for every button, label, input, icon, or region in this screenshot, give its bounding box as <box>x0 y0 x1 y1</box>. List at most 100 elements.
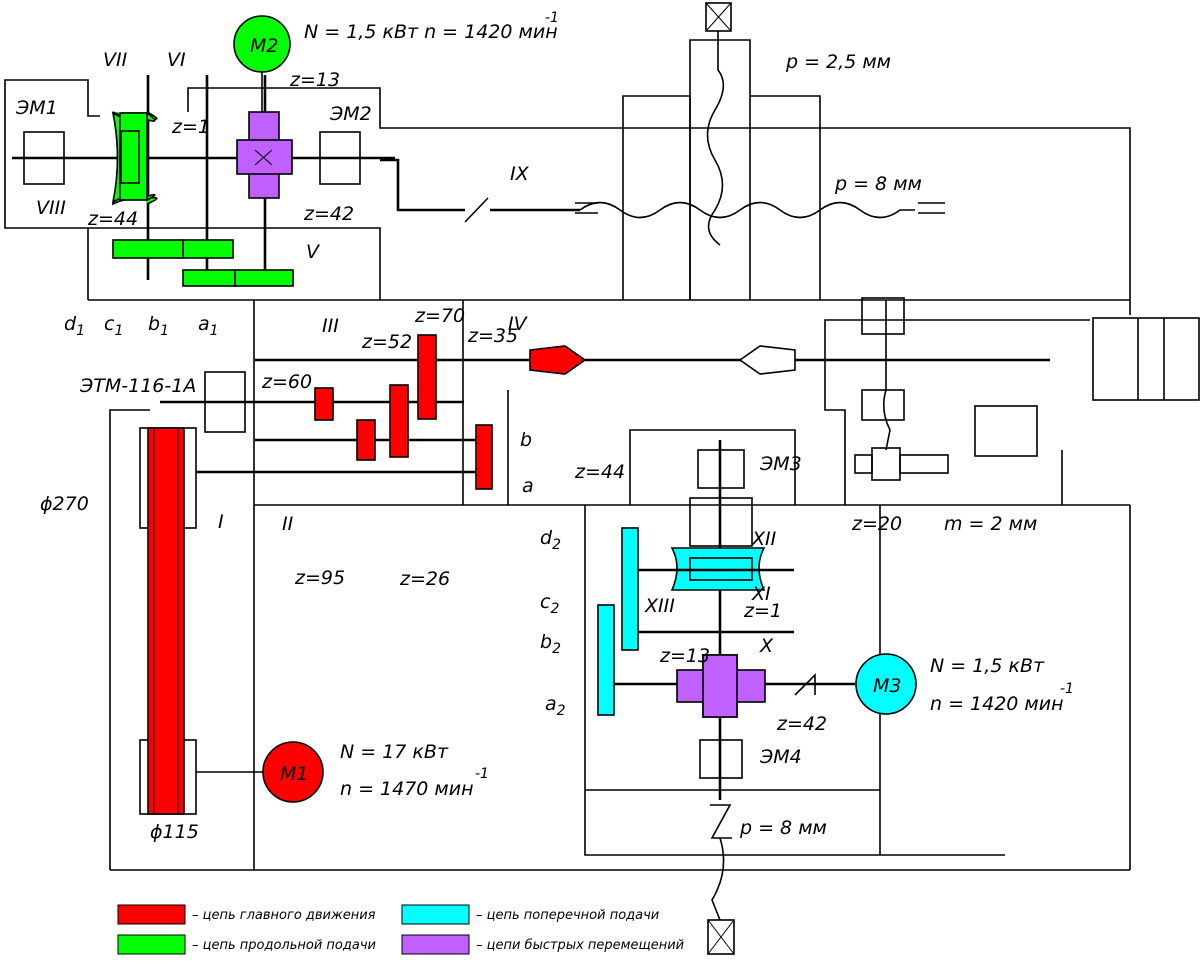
z42-top-label: z=42 <box>303 203 354 225</box>
a2-label: a2 <box>545 693 566 719</box>
cross-slide <box>854 297 1200 481</box>
z13-top-label: z=13 <box>289 69 340 91</box>
p8-bot-label: p = 8 мм <box>739 817 827 839</box>
pinion-z20 <box>871 447 901 481</box>
shaft-ix-label: IX <box>510 163 530 185</box>
rack-m2 <box>899 454 949 474</box>
shaft-xi-label: XI <box>751 583 771 605</box>
apron <box>597 440 917 955</box>
z95-label: z=95 <box>294 567 345 589</box>
c2-label: c2 <box>540 591 559 617</box>
etm-label: ЭТМ-116-1А <box>79 375 196 397</box>
a1-label: a1 <box>198 313 219 339</box>
gear-ab <box>475 424 493 490</box>
gear-z52-z26 <box>389 384 409 458</box>
shaft-xii-label: XII <box>751 528 777 550</box>
live-center <box>529 345 587 375</box>
shaft-v-label: V <box>306 241 321 263</box>
em1-label: ЭМ1 <box>15 97 58 119</box>
legend-label-rapid: – цепи быстрых перемещений <box>476 938 684 953</box>
nut-lower <box>861 389 905 421</box>
m1-power: N = 17 кВт <box>340 741 449 763</box>
em3-label: ЭМ3 <box>759 453 802 475</box>
pulley-270-label: ϕ270 <box>40 493 89 515</box>
p8-top-label: p = 8 мм <box>834 173 922 195</box>
gear-b-label: b <box>520 429 532 451</box>
gear-a1 <box>234 269 294 287</box>
m3-speed-exp: -1 <box>1060 681 1074 697</box>
m1-speed-exp: -1 <box>475 766 489 782</box>
d1-label: d1 <box>64 313 85 339</box>
m2mm-label: m = 2 мм <box>944 513 1037 535</box>
shaft-iii-label: III <box>322 315 339 337</box>
cross-screw <box>882 300 891 451</box>
shaft-viii-label: VIII <box>36 197 66 219</box>
z35-label: z=35 <box>467 325 518 347</box>
bot-z1-label: z=1 <box>743 600 782 622</box>
top-gearbox <box>12 2 945 287</box>
gear-d1 <box>112 239 184 259</box>
clutch-em3 <box>697 449 745 489</box>
em3-housing <box>689 497 753 547</box>
gear-b2-a2 <box>597 604 615 716</box>
b2-label: b2 <box>540 631 561 657</box>
shaft-x-label: X <box>759 635 774 657</box>
gear-z95 <box>356 419 376 461</box>
main-drive <box>139 334 1050 815</box>
gear-b1 <box>182 269 236 287</box>
em4-label: ЭМ4 <box>759 746 802 768</box>
legend-label-longitudinal: – цепь продольной подачи <box>192 938 376 953</box>
m2-label: M2 <box>250 35 278 57</box>
tailstock-quill <box>1092 317 1200 401</box>
top-labels: M2 N = 1,5 кВт n = 1420 мин -1 ЭМ1 ЭМ2 V… <box>15 10 922 339</box>
z52-label: z=52 <box>361 331 412 353</box>
clutch-etm <box>204 371 246 433</box>
m2-spec-exp: -1 <box>545 10 559 26</box>
tailstock-center <box>738 345 796 375</box>
m3-label: M3 <box>873 675 901 697</box>
right-labels: z=20 m = 2 мм <box>851 513 1037 535</box>
legend-label-cross: – цепь поперечной подачи <box>476 908 659 923</box>
gear-d2-c2 <box>621 527 639 651</box>
cylinder <box>974 405 1038 457</box>
z20-label: z=20 <box>851 513 902 535</box>
motor-m1 <box>262 741 324 803</box>
em2-label: ЭМ2 <box>329 103 372 125</box>
motor-m3 <box>855 653 917 715</box>
legend-swatch-main <box>117 904 186 925</box>
m3-power: N = 1,5 кВт <box>930 655 1045 677</box>
z60-label: z=60 <box>261 371 312 393</box>
bot-z44-label: z=44 <box>574 461 625 483</box>
legend-swatch-rapid <box>401 934 470 955</box>
d2-label: d2 <box>540 527 561 553</box>
m1-speed: n = 1470 мин <box>340 778 474 800</box>
legend-swatch-cross <box>401 904 470 925</box>
pulley-115-label: ϕ115 <box>150 821 199 843</box>
gear-z60 <box>314 387 334 421</box>
gear-c1 <box>182 239 234 259</box>
nut-upper <box>861 297 905 335</box>
apron-labels: ЭМ3 ЭМ4 z=44 z=1 z=13 z=42 d2 c2 b2 a2 X… <box>540 453 1074 839</box>
worm-wheel-z44-top-label: z=44 <box>87 208 138 230</box>
shaft-ii-label: II <box>282 513 294 535</box>
legend-label-main: – цепь главного движения <box>192 908 376 923</box>
bottom-screw <box>710 804 732 839</box>
handwheel-bottom <box>707 919 735 955</box>
m1-label: M1 <box>280 763 308 785</box>
shaft-xiii-label: XIII <box>644 595 675 617</box>
bot-z42-label: z=42 <box>776 713 827 735</box>
main-labels: ЭТМ-116-1А z=60 z=52 z=70 z=35 z=95 z=26… <box>40 305 534 843</box>
worm-z1-top-label: z=1 <box>171 116 210 138</box>
shaft-iv-label: IV <box>508 313 529 335</box>
safety-clutch-x <box>794 673 816 696</box>
clutch-em4 <box>699 739 743 779</box>
bot-z13-label: z=13 <box>659 645 710 667</box>
gear-z70-z35 <box>417 334 437 420</box>
c1-label: c1 <box>104 313 123 339</box>
shaft-vii-label: VII <box>103 49 128 71</box>
p25-label: p = 2,5 мм <box>785 51 891 73</box>
clutch-em1 <box>23 131 65 185</box>
b1-label: b1 <box>148 313 169 339</box>
legend: – цепь главного движения – цепь продольн… <box>117 904 684 955</box>
